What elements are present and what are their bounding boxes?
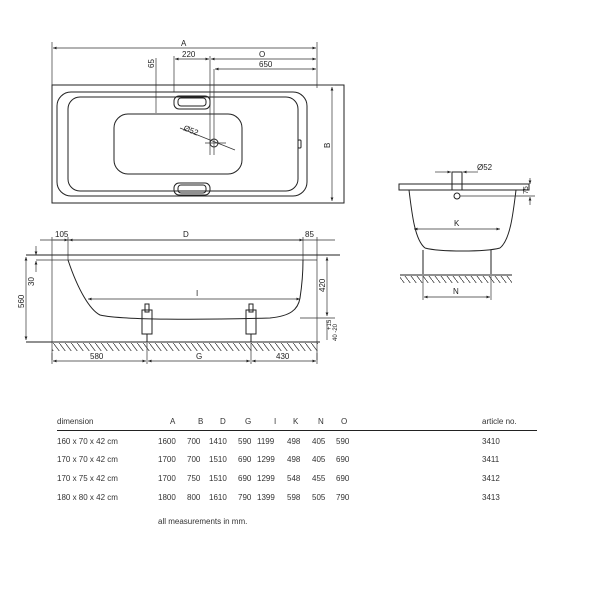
label-G: G — [196, 352, 202, 361]
cell-dimension: 170 x 70 x 42 cm — [57, 455, 118, 464]
cell-B: 750 — [187, 474, 201, 483]
measurement-note: all measurements in mm. — [158, 517, 248, 526]
table-row: 160 x 70 x 42 cm 1600 700 1410 590 1199 … — [57, 437, 537, 449]
cell-K: 548 — [287, 474, 301, 483]
cell-article: 3411 — [482, 455, 500, 464]
cell-G: 590 — [238, 437, 252, 446]
cell-N: 405 — [312, 437, 326, 446]
label-75: 75 — [523, 186, 530, 194]
table-header-row: dimension A B D G I K N O article no. — [57, 417, 537, 429]
cell-D: 1510 — [209, 474, 227, 483]
label-K: K — [454, 219, 460, 228]
label-220: 220 — [182, 50, 196, 59]
header-A: A — [170, 417, 176, 426]
cell-B: 700 — [187, 437, 201, 446]
top-view: A 220 O 650 65 B Ø52 — [51, 39, 345, 204]
cell-B: 700 — [187, 455, 201, 464]
cell-B: 800 — [187, 493, 201, 502]
label-65: 65 — [147, 59, 156, 68]
cell-O: 690 — [336, 455, 350, 464]
cell-article: 3412 — [482, 474, 500, 483]
label-adjust: 40 -20 — [333, 323, 339, 341]
label-A: A — [181, 39, 187, 48]
cell-I: 1299 — [257, 474, 275, 483]
label-O: O — [259, 50, 265, 59]
cell-N: 505 — [312, 493, 326, 502]
label-B: B — [323, 143, 332, 148]
header-K: K — [293, 417, 299, 426]
label-30: 30 — [27, 277, 36, 286]
table-row: 180 x 80 x 42 cm 1800 800 1610 790 1399 … — [57, 493, 537, 505]
cell-K: 498 — [287, 455, 301, 464]
table-row: 170 x 75 x 42 cm 1700 750 1510 690 1299 … — [57, 474, 537, 486]
cell-article: 3410 — [482, 437, 500, 446]
cell-dimension: 180 x 80 x 42 cm — [57, 493, 118, 502]
cell-G: 690 — [238, 455, 252, 464]
cell-K: 498 — [287, 437, 301, 446]
label-drain-end: Ø52 — [477, 163, 493, 172]
cell-A: 1700 — [158, 474, 176, 483]
cell-A: 1800 — [158, 493, 176, 502]
cell-D: 1510 — [209, 455, 227, 464]
end-view: Ø52 75 K N — [398, 163, 535, 300]
label-N: N — [453, 287, 459, 296]
cell-N: 455 — [312, 474, 326, 483]
cell-D: 1410 — [209, 437, 227, 446]
cell-D: 1610 — [209, 493, 227, 502]
header-B: B — [198, 417, 204, 426]
cell-O: 790 — [336, 493, 350, 502]
cell-I: 1199 — [257, 437, 275, 446]
header-D: D — [220, 417, 226, 426]
label-430: 430 — [276, 352, 290, 361]
table-row: 170 x 70 x 42 cm 1700 700 1510 690 1299 … — [57, 455, 537, 467]
cell-article: 3413 — [482, 493, 500, 502]
cell-I: 1399 — [257, 493, 275, 502]
cell-G: 790 — [238, 493, 252, 502]
header-G: G — [245, 417, 252, 426]
cell-A: 1700 — [158, 455, 176, 464]
side-view: 105 D 85 I 30 560 420 — [17, 230, 340, 364]
label-drain-top: Ø52 — [182, 124, 200, 138]
cell-K: 598 — [287, 493, 301, 502]
cell-O: 590 — [336, 437, 350, 446]
cell-N: 405 — [312, 455, 326, 464]
label-D: D — [183, 230, 189, 239]
cell-I: 1299 — [257, 455, 275, 464]
cell-A: 1600 — [158, 437, 176, 446]
header-O: O — [341, 417, 348, 426]
header-N: N — [318, 417, 324, 426]
label-650: 650 — [259, 60, 273, 69]
cell-dimension: 170 x 75 x 42 cm — [57, 474, 118, 483]
label-105: 105 — [55, 230, 69, 239]
label-85: 85 — [305, 230, 314, 239]
header-article: article no. — [482, 417, 517, 426]
label-560: 560 — [17, 294, 26, 308]
cell-G: 690 — [238, 474, 252, 483]
cell-O: 690 — [336, 474, 350, 483]
header-dimension: dimension — [57, 417, 94, 426]
header-I: I — [274, 417, 277, 426]
label-I: I — [196, 289, 198, 298]
label-580: 580 — [90, 352, 104, 361]
label-420: 420 — [318, 278, 327, 292]
table-header-divider — [57, 430, 537, 431]
cell-dimension: 160 x 70 x 42 cm — [57, 437, 118, 446]
label-adjust-plus: +15 — [327, 319, 333, 330]
